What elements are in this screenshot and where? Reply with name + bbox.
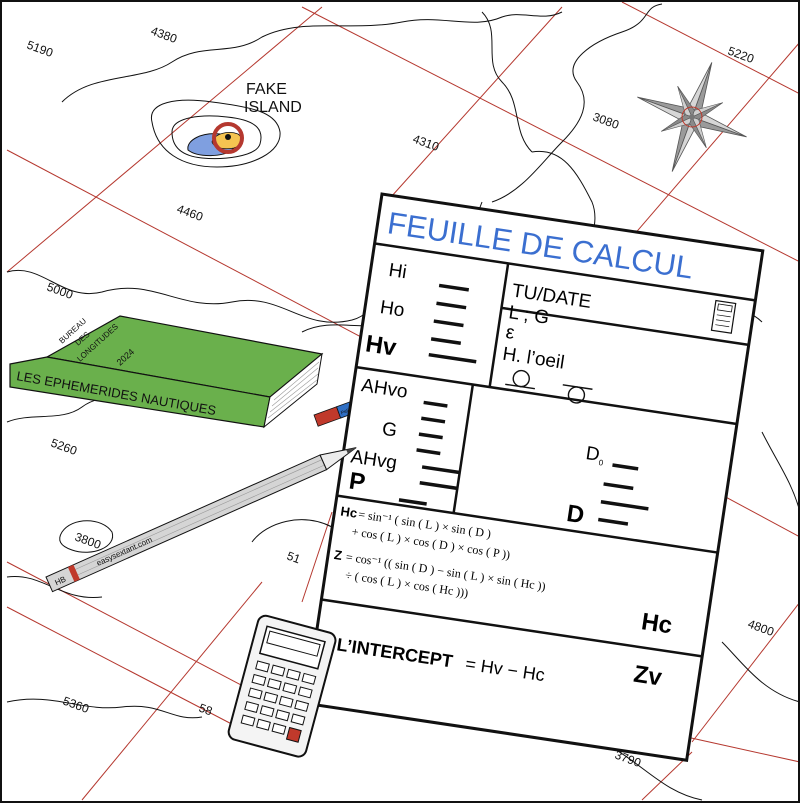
book-pages: [263, 352, 323, 429]
sounding-label: 58: [197, 701, 215, 719]
sheet-divider: [374, 242, 756, 302]
sheet-divider: [321, 598, 703, 658]
result-hc: Hc: [640, 608, 674, 639]
sheet-divider: [501, 306, 749, 347]
contour-line: [151, 99, 281, 168]
sounding-label: 5360: [61, 694, 91, 716]
sounding-label: 4310: [411, 132, 441, 154]
input-blanks: [428, 283, 477, 364]
target-center-dot: [225, 134, 231, 140]
sounding-label: 5000: [45, 280, 75, 302]
calculator: [227, 614, 337, 758]
sounding-label: 5190: [25, 38, 55, 60]
grid-line: [691, 603, 798, 743]
calculator-display: [266, 630, 321, 657]
island-label-line1: FAKE: [246, 81, 287, 98]
fake-island: FAKE ISLAND: [187, 81, 302, 157]
sounding-label: 5220: [726, 44, 756, 66]
input-blanks: [398, 400, 460, 506]
sounding-label: 4800: [746, 617, 776, 639]
formula-z-label: Z: [333, 547, 343, 563]
sounding-label: 51: [285, 549, 303, 567]
pencil-grade: HB: [54, 575, 68, 588]
calculator-small-icon: [710, 299, 737, 334]
sheet-divider: [355, 365, 738, 426]
grid-line: [6, 606, 248, 733]
grid-line: [381, 6, 563, 208]
island-label-line2: ISLAND: [244, 99, 302, 116]
label-d0-sub: 0: [598, 458, 604, 468]
label-p: P: [347, 467, 367, 496]
grid-line: [301, 6, 798, 262]
label-epsilon: ε: [504, 322, 516, 344]
label-g: G: [381, 419, 399, 442]
contour-line: [761, 431, 798, 508]
label-d0: D: [584, 443, 601, 466]
grid-line: [81, 581, 263, 801]
sounding-label: 3080: [591, 110, 621, 132]
sheet-divider: [452, 384, 475, 514]
pencil: HB easysextant.com: [45, 447, 357, 593]
grid-line: [301, 511, 333, 603]
contour-line: [171, 115, 262, 160]
formula-hc-label: Hc: [340, 503, 359, 520]
label-ho: Ho: [379, 297, 406, 321]
contour-line: [6, 698, 203, 719]
sounding-label: 3800: [73, 530, 103, 552]
sheet-divider: [488, 263, 510, 388]
sun-limb-icon: [505, 369, 535, 390]
contour-line: [491, 3, 663, 203]
input-blanks: [597, 463, 649, 526]
label-d: D: [565, 500, 586, 529]
calculation-sheet: FEUILLE DE CALCUL Hi Ho Hv TU/DATE L ; G: [304, 192, 765, 762]
sounding-label: 4380: [149, 24, 179, 46]
compass-rose-icon: [637, 62, 747, 172]
grid-line: [621, 2, 798, 94]
calculator-red-key: [285, 726, 302, 743]
contour-line: [61, 11, 563, 103]
sounding-label: 5260: [49, 436, 79, 458]
label-hi: Hi: [387, 260, 408, 283]
sun-limb-upper-icon: [562, 384, 593, 404]
result-zv: Zv: [632, 661, 664, 692]
ephemerides-book: BUREAU DES LONGITUDES 2024 LES EPHEMERID…: [9, 315, 324, 429]
contour-line: [721, 641, 798, 702]
contour-line: [481, 11, 533, 153]
contour-line: [251, 519, 333, 543]
sheet-divider: [336, 494, 718, 554]
grid-line: [6, 6, 323, 273]
target-marker-icon: [212, 122, 244, 154]
calculator-keys: [240, 660, 317, 735]
contour-line: [59, 520, 114, 553]
sounding-label: 4460: [175, 202, 205, 224]
label-hv: Hv: [364, 330, 399, 361]
sheet-paper: [304, 192, 765, 762]
